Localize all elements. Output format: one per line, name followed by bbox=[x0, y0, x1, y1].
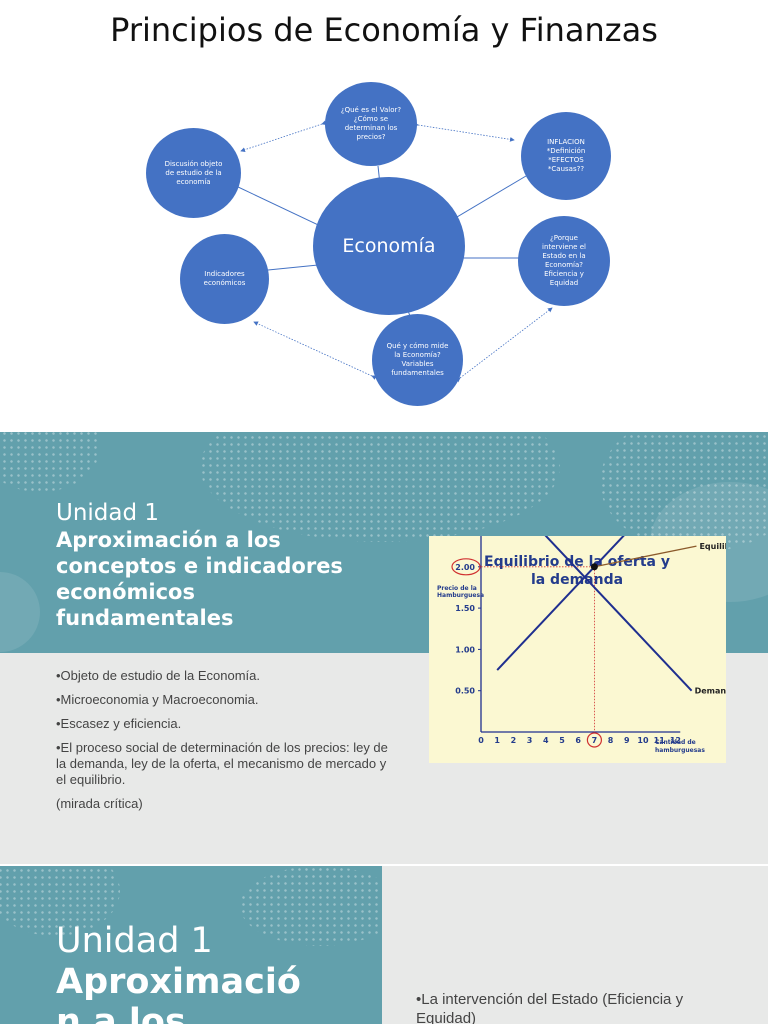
mide-line-2: la Economía? bbox=[394, 351, 441, 359]
unidad-subtitle-2: Aproximació n a los bbox=[56, 962, 301, 1024]
chart-x-tick-label: 5 bbox=[559, 736, 565, 745]
arrow-valor-inflacion bbox=[413, 122, 515, 142]
subtitle-line: económicos bbox=[56, 580, 195, 604]
discusion-line-1: Discusión objeto bbox=[164, 159, 223, 168]
estado-node: ¿Porque interviene el Estado en la Econo… bbox=[518, 216, 610, 306]
chart-xlabel: hamburguesas bbox=[655, 747, 705, 754]
topic-note: (mirada crítica) bbox=[56, 796, 143, 811]
valor-node: ¿Qué es el Valor? ¿Cómo se determinan lo… bbox=[325, 82, 417, 166]
unidad-heading-2: Unidad 1 bbox=[56, 921, 213, 961]
chart-x-tick-label: 11 bbox=[654, 736, 666, 745]
economia-center-label: Economía bbox=[342, 235, 436, 257]
chart-x-tick-label: 8 bbox=[608, 736, 614, 745]
estado-line-2: interviene el bbox=[542, 243, 586, 251]
unidad-heading: Unidad 1 bbox=[56, 500, 160, 526]
chart-x-tick-label: 0 bbox=[478, 736, 484, 745]
unidad-subtitle: Aproximación a los conceptos e indicador… bbox=[56, 527, 343, 631]
discusion-line-2: de estudio de la bbox=[165, 168, 222, 177]
subtitle-line: conceptos e indicadores bbox=[56, 554, 343, 578]
chart-x-tick-label: 12 bbox=[670, 736, 681, 745]
chart-ylabel: Precio de la bbox=[437, 585, 477, 592]
topic-item: •La intervención del Estado (Eficiencia … bbox=[416, 991, 684, 1024]
indicadores-line-2: económicos bbox=[203, 279, 246, 287]
equilibrium-point bbox=[590, 563, 598, 571]
estado-line-1: ¿Porque bbox=[550, 234, 578, 242]
estado-line-6: Equidad bbox=[549, 279, 579, 287]
arrow-mide-estado bbox=[455, 307, 553, 383]
decorative-blob bbox=[0, 572, 40, 652]
estado-line-4: Economía? bbox=[544, 261, 584, 269]
inflacion-line-1: INFLACION bbox=[547, 138, 585, 146]
mide-node: Qué y cómo mide la Economía? Variables f… bbox=[372, 314, 463, 406]
topic-item: •Objeto de estudio de la Economía. bbox=[56, 668, 261, 683]
estado-line-3: Estado en la bbox=[542, 252, 586, 260]
highlight-quantity-circle bbox=[586, 732, 602, 748]
mide-line-1: Qué y cómo mide bbox=[386, 342, 449, 350]
equilibrium-label: Equilibrio bbox=[699, 542, 726, 551]
teal-header-band bbox=[0, 432, 768, 653]
chart-x-tick-label: 9 bbox=[624, 736, 630, 745]
chart-y-tick-label: 2.00 bbox=[455, 563, 475, 572]
topic-item: •Microeconomia y Macroeconomia. bbox=[56, 692, 259, 707]
topic-list-2: •La intervención del Estado (Eficiencia … bbox=[416, 990, 736, 1024]
series-line-demanda bbox=[544, 536, 693, 692]
inflacion-line-3: *EFECTOS bbox=[548, 156, 584, 164]
chart-ylabel: Hamburguesa bbox=[437, 592, 484, 599]
indicadores-node: Indicadores económicos bbox=[180, 234, 269, 324]
highlight-price-circle bbox=[451, 558, 481, 576]
series-label-demanda: Demanda bbox=[695, 687, 726, 696]
chart-x-tick-label: 3 bbox=[527, 736, 533, 745]
slide-mindmap: Principios de Economía y Finanzas Econom… bbox=[0, 0, 768, 432]
arrow-mide-indicadores bbox=[253, 321, 377, 380]
chart-x-tick-label: 6 bbox=[575, 736, 581, 745]
topic-item: •Escasez y eficiencia. bbox=[56, 716, 182, 731]
chart-title: Equilibrio de la oferta y bbox=[484, 554, 670, 570]
mide-line-4: fundamentales bbox=[391, 369, 444, 377]
inflacion-node: INFLACION *Definición *EFECTOS *Causas?? bbox=[521, 112, 611, 200]
chart-x-tick-label: 7 bbox=[592, 736, 598, 745]
slide-title: Principios de Economía y Finanzas bbox=[110, 11, 658, 49]
inflacion-line-2: *Definición bbox=[546, 147, 586, 155]
slide-unidad-1-b: Unidad 1 Aproximació n a los •La interve… bbox=[0, 866, 768, 1024]
chart-y-tick-label: 0.50 bbox=[455, 687, 475, 696]
chart-x-tick-label: 2 bbox=[511, 736, 517, 745]
subtitle-line: fundamentales bbox=[56, 606, 234, 630]
chart-x-tick-label: 1 bbox=[494, 736, 500, 745]
dot-pattern bbox=[200, 432, 560, 542]
valor-line-3: determinan los bbox=[344, 124, 398, 132]
chart-x-tick-label: 10 bbox=[637, 736, 649, 745]
subtitle-line: n a los bbox=[56, 1002, 186, 1024]
discusion-line-3: economía bbox=[176, 177, 211, 186]
chart-y-tick-label: 1.00 bbox=[455, 645, 475, 654]
mide-line-3: Variables bbox=[401, 360, 434, 368]
chart-y-tick-label: 1.50 bbox=[455, 604, 475, 613]
arrow-valor-discusion bbox=[240, 120, 327, 153]
dot-pattern bbox=[240, 866, 382, 946]
teal-side-panel bbox=[0, 866, 382, 1024]
valor-line-2: ¿Cómo se bbox=[353, 115, 389, 123]
chart-canvas: Equilibrio de la oferta y la demandaPreci… bbox=[437, 536, 726, 754]
dot-pattern bbox=[0, 432, 100, 492]
indicadores-line-1: Indicadores bbox=[204, 270, 245, 278]
economia-center-node: Economía bbox=[313, 177, 465, 315]
topic-item: •El proceso social de determinación de l… bbox=[56, 740, 388, 787]
subtitle-line: Aproximació bbox=[56, 962, 301, 1002]
topic-list: •Objeto de estudio de la Economía. •Micr… bbox=[56, 668, 396, 820]
chart-title: la demanda bbox=[531, 572, 623, 588]
valor-line-1: ¿Qué es el Valor? bbox=[340, 106, 402, 114]
estado-line-5: Eficiencia y bbox=[544, 270, 584, 278]
chart-x-tick-label: 4 bbox=[543, 736, 549, 745]
subtitle-line: Aproximación a los bbox=[56, 528, 281, 552]
slide-unidad-1: Unidad 1 Aproximación a los conceptos e … bbox=[0, 432, 768, 864]
inflacion-line-4: *Causas?? bbox=[547, 165, 585, 173]
discusion-node: Discusión objeto de estudio de la econom… bbox=[146, 128, 241, 218]
valor-line-4: precios? bbox=[356, 133, 386, 141]
equilibrium-pointer-line bbox=[594, 545, 697, 568]
chart-xlabel: Cantidad de bbox=[655, 739, 696, 746]
